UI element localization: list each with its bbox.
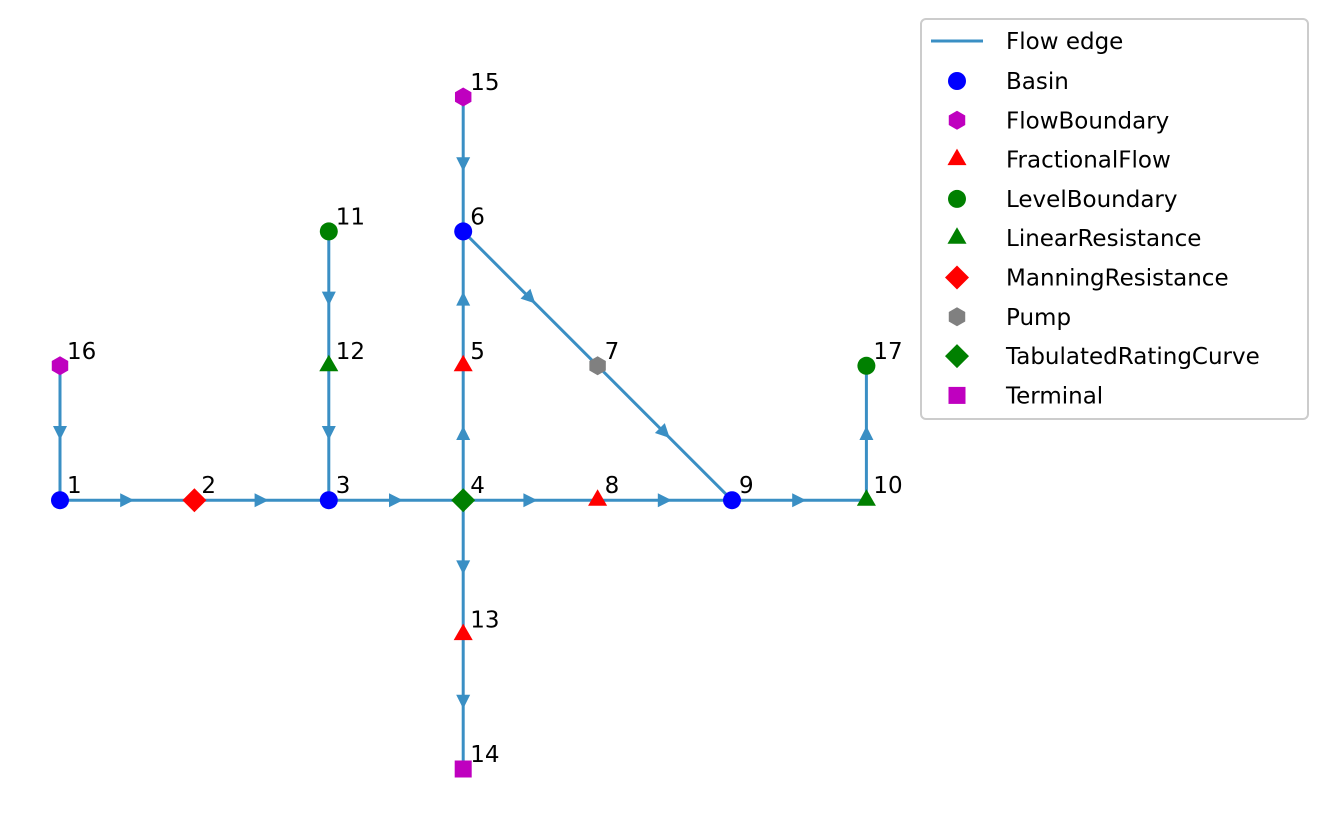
legend-frame: [920, 18, 1309, 420]
node-14-label: 14: [470, 742, 499, 768]
edge-15-6-arrow-icon: [456, 157, 471, 172]
legend-item-linear-resistance: LinearResistance: [947, 226, 1201, 252]
legend-basin-swatch: [948, 72, 966, 90]
edge-2-3-arrow-icon: [254, 493, 269, 508]
edge-11-12-arrow-icon: [321, 291, 336, 306]
legend-fractional-flow-label: FractionalFlow: [1006, 148, 1171, 174]
node-1-label: 1: [67, 473, 82, 499]
legend-fractional-flow-swatch: [947, 148, 967, 166]
edge-12-3-arrow-icon: [321, 426, 336, 440]
node-14-terminal-marker: [454, 760, 472, 778]
edge-4-5-arrow-icon: [456, 426, 471, 440]
legend-pump-label: Pump: [1006, 305, 1071, 331]
legend-level-boundary-swatch: [948, 189, 966, 208]
legend-item-basin: Basin: [948, 69, 1069, 95]
legend-manning-resistance-label: ManningResistance: [1006, 266, 1229, 292]
node-3-label: 3: [336, 473, 351, 499]
legend-flow-boundary-label: FlowBoundary: [1006, 108, 1169, 134]
legend-item-pump: Pump: [948, 305, 1071, 331]
legend-tabulated-rating-curve-label: TabulatedRatingCurve: [1005, 344, 1260, 370]
node-15-label: 15: [470, 70, 499, 96]
edge-13-14-arrow-icon: [456, 694, 471, 709]
edge-4-13-arrow-icon: [456, 560, 471, 575]
nodes-layer: [51, 87, 876, 778]
legend: Flow edge BasinFlowBoundaryFractionalFlo…: [920, 18, 1309, 420]
edge-1-2-arrow-icon: [120, 493, 135, 508]
node-15-flow-boundary-marker: [454, 87, 472, 107]
legend-item-fractional-flow: FractionalFlow: [947, 148, 1171, 174]
edge-7-9-arrow-icon: [654, 423, 670, 438]
edge-8-9-arrow-icon: [657, 493, 672, 508]
node-10-linear-resistance-marker: [856, 489, 876, 506]
node-16-flow-boundary-marker: [51, 356, 69, 376]
legend-tabulated-rating-curve-swatch: [945, 344, 969, 369]
edge-10-17-arrow-icon: [859, 426, 874, 440]
node-6-basin-marker: [454, 222, 473, 241]
legend-item-tabulated-rating-curve: TabulatedRatingCurve: [945, 344, 1260, 370]
node-3-basin-marker: [319, 491, 338, 510]
node-12-linear-resistance-marker: [319, 354, 339, 372]
legend-item-flow-boundary: FlowBoundary: [948, 108, 1169, 134]
node-17-level-boundary-marker: [857, 356, 876, 375]
node-11-label: 11: [336, 204, 365, 230]
legend-item-manning-resistance: ManningResistance: [945, 265, 1229, 292]
legend-edge-label: Flow edge: [1006, 29, 1123, 55]
node-1-basin-marker: [51, 491, 69, 510]
node-16-label: 16: [67, 339, 96, 365]
legend-level-boundary-label: LevelBoundary: [1006, 187, 1177, 213]
legend-linear-resistance-swatch: [947, 227, 967, 244]
node-2-manning-resistance-marker: [182, 488, 207, 513]
node-10-label: 10: [873, 473, 902, 499]
legend-items: BasinFlowBoundaryFractionalFlowLevelBoun…: [945, 69, 1260, 409]
legend-basin-label: Basin: [1006, 69, 1069, 95]
node-11-level-boundary-marker: [319, 222, 338, 241]
node-13-label: 13: [470, 608, 499, 634]
node-6-label: 6: [470, 204, 485, 230]
edge-9-10-arrow-icon: [792, 493, 807, 508]
node-4-label: 4: [470, 473, 485, 499]
legend-flow-boundary-swatch: [948, 110, 966, 130]
legend-item-level-boundary: LevelBoundary: [948, 187, 1177, 213]
node-2-label: 2: [201, 473, 216, 499]
legend-pump-swatch: [948, 307, 966, 327]
node-13-fractional-flow-marker: [453, 623, 473, 641]
edges-layer: [53, 97, 874, 769]
edge-6-7-arrow-icon: [520, 288, 536, 304]
edge-3-4-arrow-icon: [389, 493, 403, 508]
legend-linear-resistance-label: LinearResistance: [1006, 226, 1201, 252]
legend-manning-resistance-swatch: [945, 265, 969, 290]
node-17-label: 17: [873, 339, 902, 365]
node-8-label: 8: [605, 473, 620, 499]
node-9-basin-marker: [723, 491, 741, 510]
edge-16-1-arrow-icon: [53, 426, 67, 440]
node-12-label: 12: [336, 339, 365, 365]
legend-terminal-label: Terminal: [1005, 383, 1103, 409]
node-9-label: 9: [739, 473, 754, 499]
edge-5-6-arrow-icon: [456, 291, 471, 306]
edge-4-8-arrow-icon: [523, 493, 538, 508]
node-8-fractional-flow-marker: [588, 489, 608, 506]
node-7-pump-marker: [589, 356, 606, 376]
node-5-fractional-flow-marker: [453, 354, 473, 372]
node-7-label: 7: [605, 339, 620, 365]
legend-item-terminal: Terminal: [948, 383, 1103, 409]
node-5-label: 5: [470, 339, 485, 365]
legend-terminal-swatch: [948, 386, 966, 404]
node-4-tabulated-rating-curve-marker: [451, 488, 476, 513]
